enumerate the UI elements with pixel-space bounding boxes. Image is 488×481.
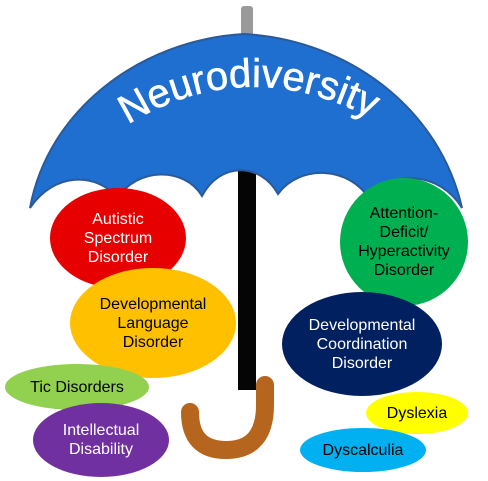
- condition-autism: Autistic Spectrum Disorder: [50, 188, 186, 288]
- condition-coordination-disorder: Developmental Coordination Disorder: [282, 292, 442, 396]
- condition-adhd-label: Attention- Deficit/ Hyperactivity Disord…: [358, 205, 450, 279]
- condition-intellectual-disability-label: Intellectual Disability: [62, 422, 140, 458]
- umbrella-tip: [241, 6, 253, 36]
- umbrella-hook: [181, 376, 274, 460]
- condition-coordination-disorder-label: Developmental Coordination Disorder: [308, 316, 416, 372]
- condition-intellectual-disability: Intellectual Disability: [33, 403, 169, 477]
- umbrella-shaft: [238, 165, 256, 390]
- condition-language-disorder: Developmental Language Disorder: [70, 268, 236, 378]
- condition-language-disorder-label: Developmental Language Disorder: [99, 295, 207, 351]
- condition-dyslexia-label: Dyslexia: [386, 404, 448, 422]
- condition-adhd: Attention- Deficit/ Hyperactivity Disord…: [340, 178, 468, 306]
- condition-dyslexia: Dyslexia: [366, 392, 468, 434]
- condition-tic-disorders: Tic Disorders: [5, 364, 149, 410]
- condition-dyscalculia: Dyscalculia: [300, 428, 426, 472]
- condition-autism-label: Autistic Spectrum Disorder: [83, 210, 153, 266]
- condition-dyscalculia-label: Dyscalculia: [322, 441, 404, 459]
- condition-tic-disorders-label: Tic Disorders: [30, 378, 124, 396]
